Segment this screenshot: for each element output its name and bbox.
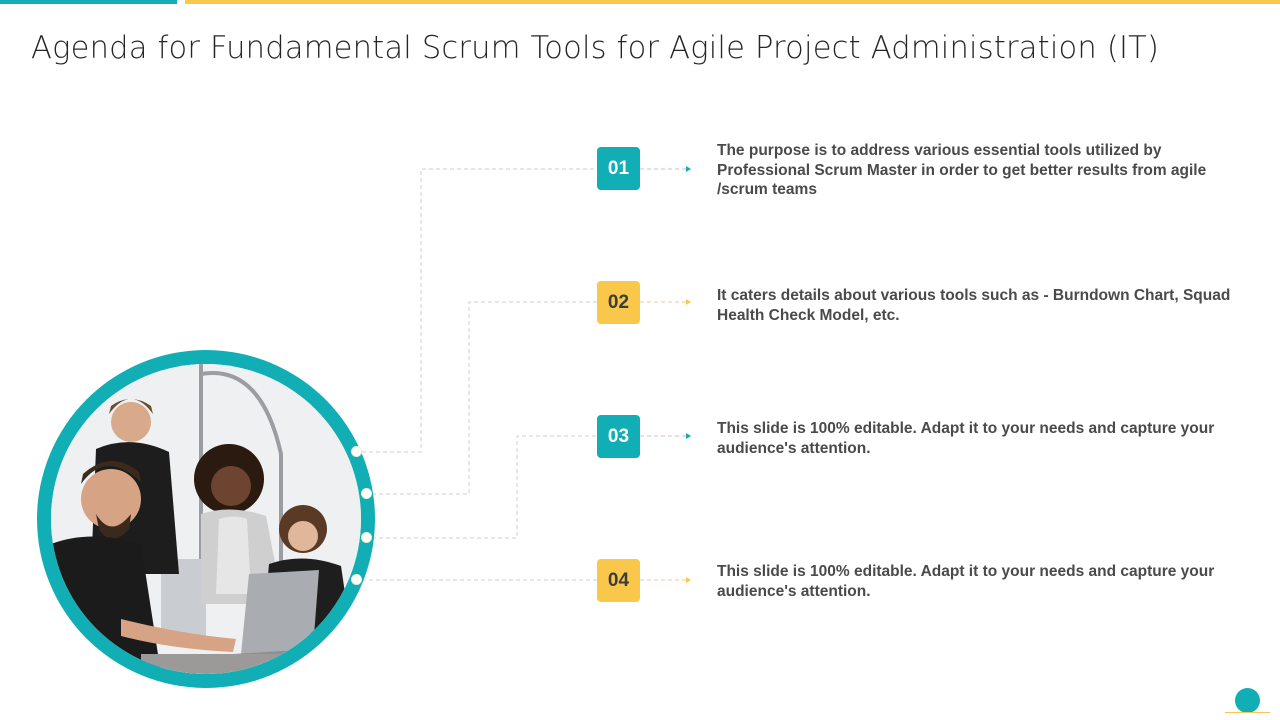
ring-dot-03: [361, 532, 372, 543]
corner-decoration-dot: [1235, 688, 1260, 713]
connector-01: [362, 168, 597, 453]
top-accent-bar-yellow: [185, 0, 1280, 4]
arrow-right-icon: [686, 577, 691, 583]
agenda-number-badge: 01: [597, 147, 640, 190]
agenda-item-text: This slide is 100% editable. Adapt it to…: [717, 563, 1215, 600]
arrow-icons: [686, 166, 691, 583]
corner-decoration-line: [1225, 712, 1270, 713]
agenda-number-badge: 02: [597, 281, 640, 324]
agenda-item-text: It caters details about various tools su…: [717, 287, 1231, 324]
agenda-number-badge: 03: [597, 415, 640, 458]
connector-02: [372, 301, 597, 495]
agenda-item-text: This slide is 100% editable. Adapt it to…: [717, 420, 1215, 457]
arrow-right-icon: [686, 299, 691, 305]
team-photo-illustration: [51, 364, 361, 674]
connector-03: [372, 435, 597, 539]
arrow-right-icon: [686, 433, 691, 439]
top-accent-bar-teal: [0, 0, 177, 4]
slide-title: Agenda for Fundamental Scrum Tools for A…: [31, 30, 1160, 66]
agenda-item-text: The purpose is to address various essent…: [717, 142, 1207, 198]
ring-dot-04: [351, 574, 362, 585]
ring-dot-02: [361, 488, 372, 499]
arrow-right-icon: [686, 166, 691, 172]
agenda-number-badge: 04: [597, 559, 640, 602]
photo-ring: [37, 350, 375, 688]
team-photo: [51, 364, 361, 674]
ring-dot-01: [351, 446, 362, 457]
